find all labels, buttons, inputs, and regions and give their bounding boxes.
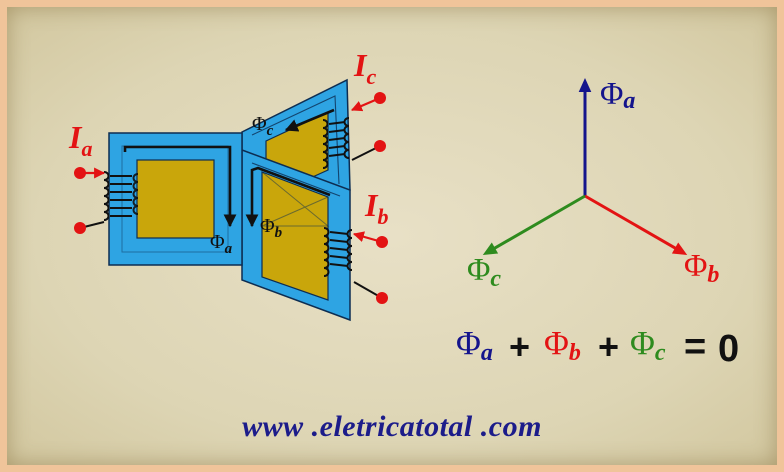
phasor-b-label: Φb <box>684 247 719 288</box>
coil-phase-b <box>323 227 353 277</box>
phasor-c-label: Φc <box>467 251 501 292</box>
phasor-b-arrowhead <box>671 242 688 255</box>
flux-b-path <box>245 166 331 228</box>
phasor-diagram: Φa Φb Φc <box>467 75 719 292</box>
equation-term-c: Φc <box>630 325 666 366</box>
flux-c-label: Φc <box>252 113 274 139</box>
phasor-c-arrowhead <box>482 242 499 255</box>
coil-phase-c <box>322 117 350 169</box>
flux-a-path <box>123 145 237 228</box>
terminals <box>74 92 388 304</box>
phasor-b-arrow <box>584 194 681 253</box>
equation-equals: = <box>684 326 706 368</box>
flux-sum-equation: Φa + Φb + Φc = 0 <box>456 325 739 370</box>
phasor-c-arrow <box>489 194 586 253</box>
flux-b-label: Φb <box>260 215 283 241</box>
coil-phase-a <box>103 171 139 221</box>
current-c-label: Ic <box>353 47 376 89</box>
flux-c-path <box>284 108 335 132</box>
three-phase-transformer: Ia Ic Ib Φa Φb Φc <box>68 47 388 322</box>
flux-a-label: Φa <box>210 231 233 257</box>
equation-term-b: Φb <box>544 325 581 366</box>
equation-term-a: Φa <box>456 325 493 366</box>
equation-plus-1: + <box>509 326 530 367</box>
current-a-label: Ia <box>68 119 92 161</box>
current-b-label: Ib <box>364 187 388 229</box>
phasor-a-arrowhead <box>578 78 592 92</box>
phasor-a-label: Φa <box>600 75 635 114</box>
website-url[interactable]: www .eletricatotal .com <box>242 410 542 443</box>
equation-rhs: 0 <box>718 328 739 370</box>
equation-plus-2: + <box>598 326 619 367</box>
